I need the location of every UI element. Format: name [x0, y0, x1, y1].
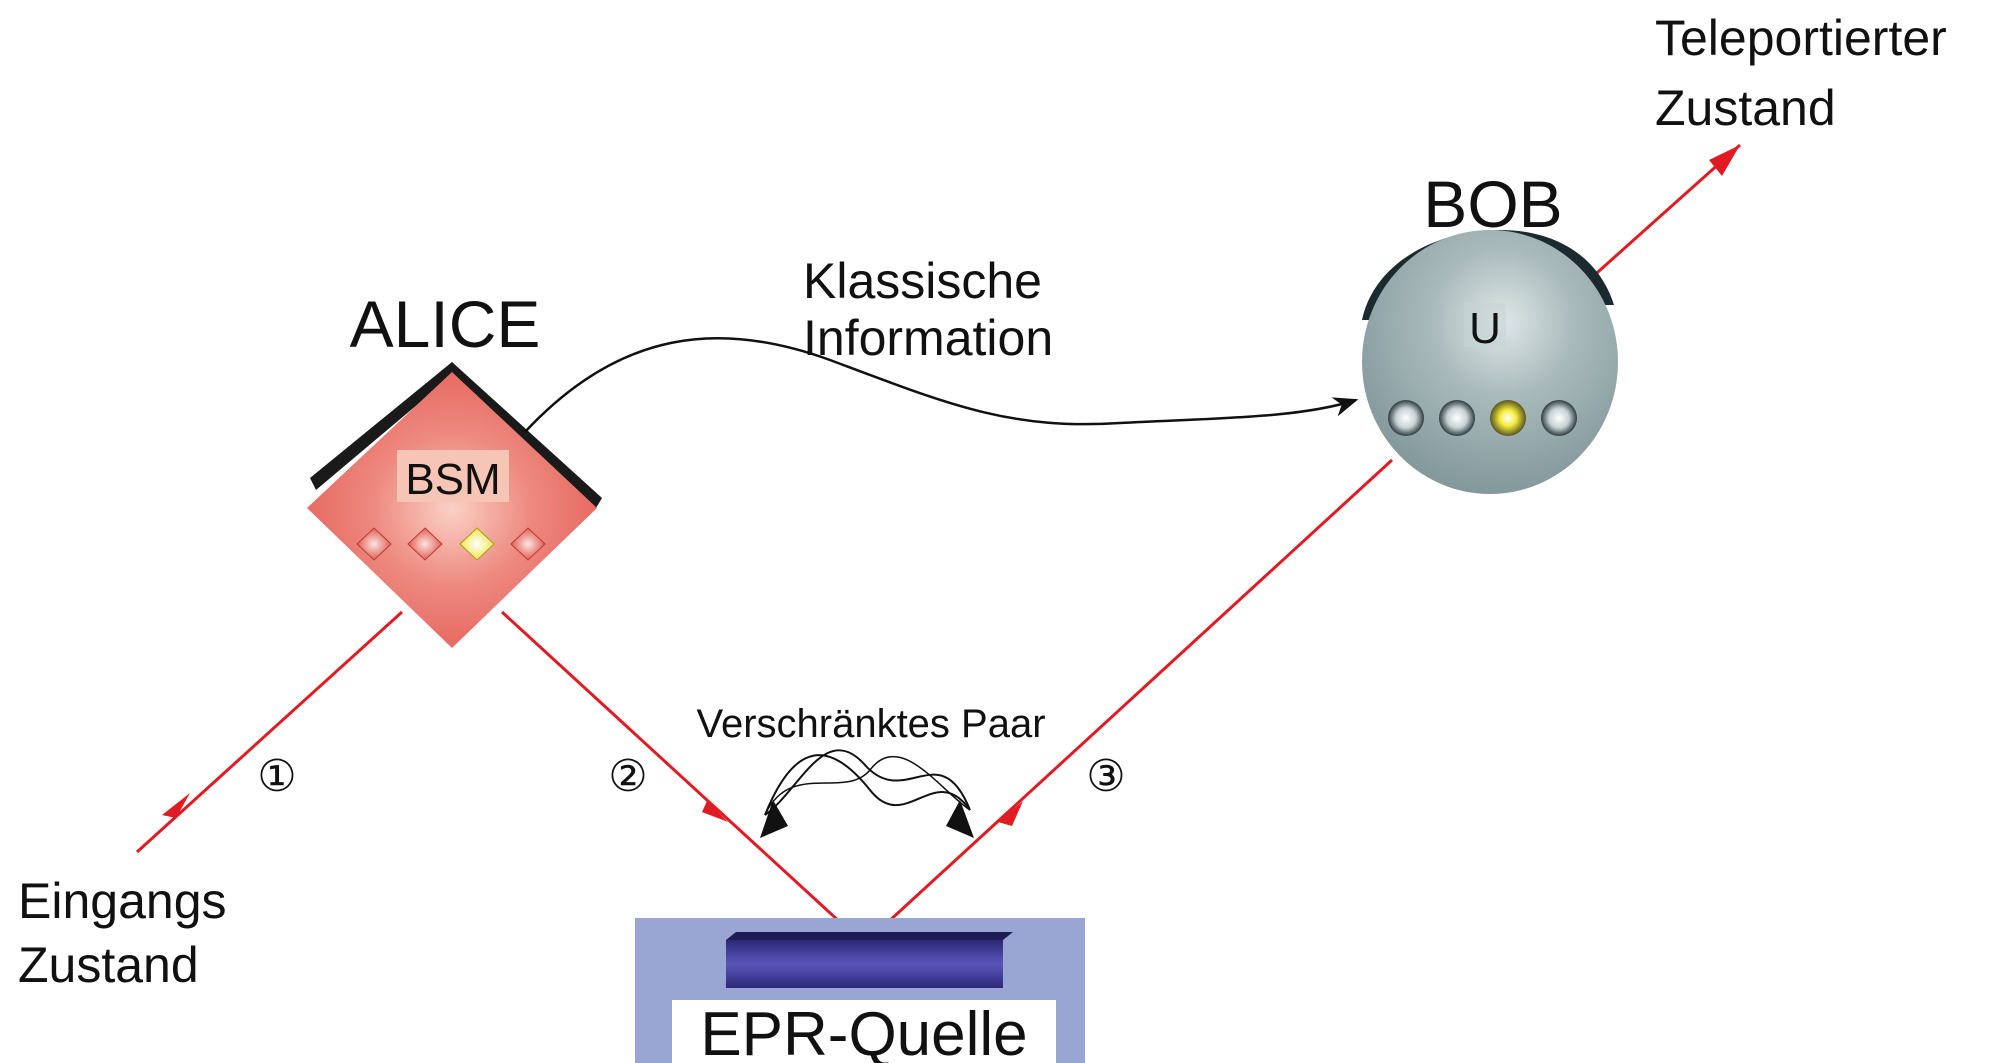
beam-1-input	[135, 610, 404, 854]
bsm-label: BSM	[405, 455, 500, 504]
input-state-line1: Eingangs	[18, 873, 227, 929]
bob-unitary-label: U	[1469, 304, 1501, 353]
alice-detector-row	[356, 527, 546, 561]
classical-channel-arrow	[524, 336, 1359, 433]
entangled-pair-wave	[760, 749, 974, 838]
bob-unitary-box	[1464, 303, 1506, 347]
epr-crystal	[726, 940, 1003, 988]
bob-detector-4	[1541, 400, 1577, 436]
bob-sphere	[1362, 230, 1618, 494]
alice-detector-4	[510, 527, 546, 561]
bob-station: U	[1362, 230, 1618, 494]
bob-label: BOB	[1423, 167, 1562, 241]
alice-shadow	[310, 362, 456, 490]
beam-output-teleported	[1579, 143, 1741, 290]
alice-station: BSM	[307, 362, 602, 648]
teleported-state-line1: Teleportierter	[1655, 10, 1947, 66]
alice-label: ALICE	[350, 287, 541, 361]
bob-detector-1	[1388, 400, 1424, 436]
alice-detector-2	[407, 527, 443, 561]
wave-right-arrow	[946, 800, 974, 838]
bob-detector-row	[1388, 400, 1577, 436]
epr-crystal-top	[726, 932, 1013, 940]
alice-diamond	[307, 372, 597, 648]
bob-detector-2	[1439, 400, 1475, 436]
wave-left-arrow	[760, 800, 788, 838]
input-state-line2: Zustand	[18, 937, 199, 993]
bsm-box	[397, 450, 509, 502]
alice-detector-3-lit	[459, 527, 495, 561]
epr-source-label: EPR-Quelle	[700, 1000, 1027, 1063]
beam-3-number: ③	[1086, 752, 1125, 801]
beam-1-number: ①	[257, 752, 296, 801]
beam-3-epr-to-bob	[873, 458, 1394, 936]
entangled-pair-label: Verschränktes Paar	[696, 702, 1045, 746]
alice-detector-1	[356, 527, 392, 561]
alice-shadow-right	[450, 362, 602, 508]
teleported-state-line2: Zustand	[1655, 80, 1836, 136]
beam-2-epr-to-alice	[500, 610, 855, 936]
beam-2-number: ②	[608, 752, 647, 801]
classical-info-line1: Klassische	[803, 253, 1042, 309]
bob-detector-3-lit	[1490, 400, 1526, 436]
classical-info-line2: Information	[803, 310, 1053, 366]
epr-source: EPR-Quelle	[635, 918, 1085, 1063]
